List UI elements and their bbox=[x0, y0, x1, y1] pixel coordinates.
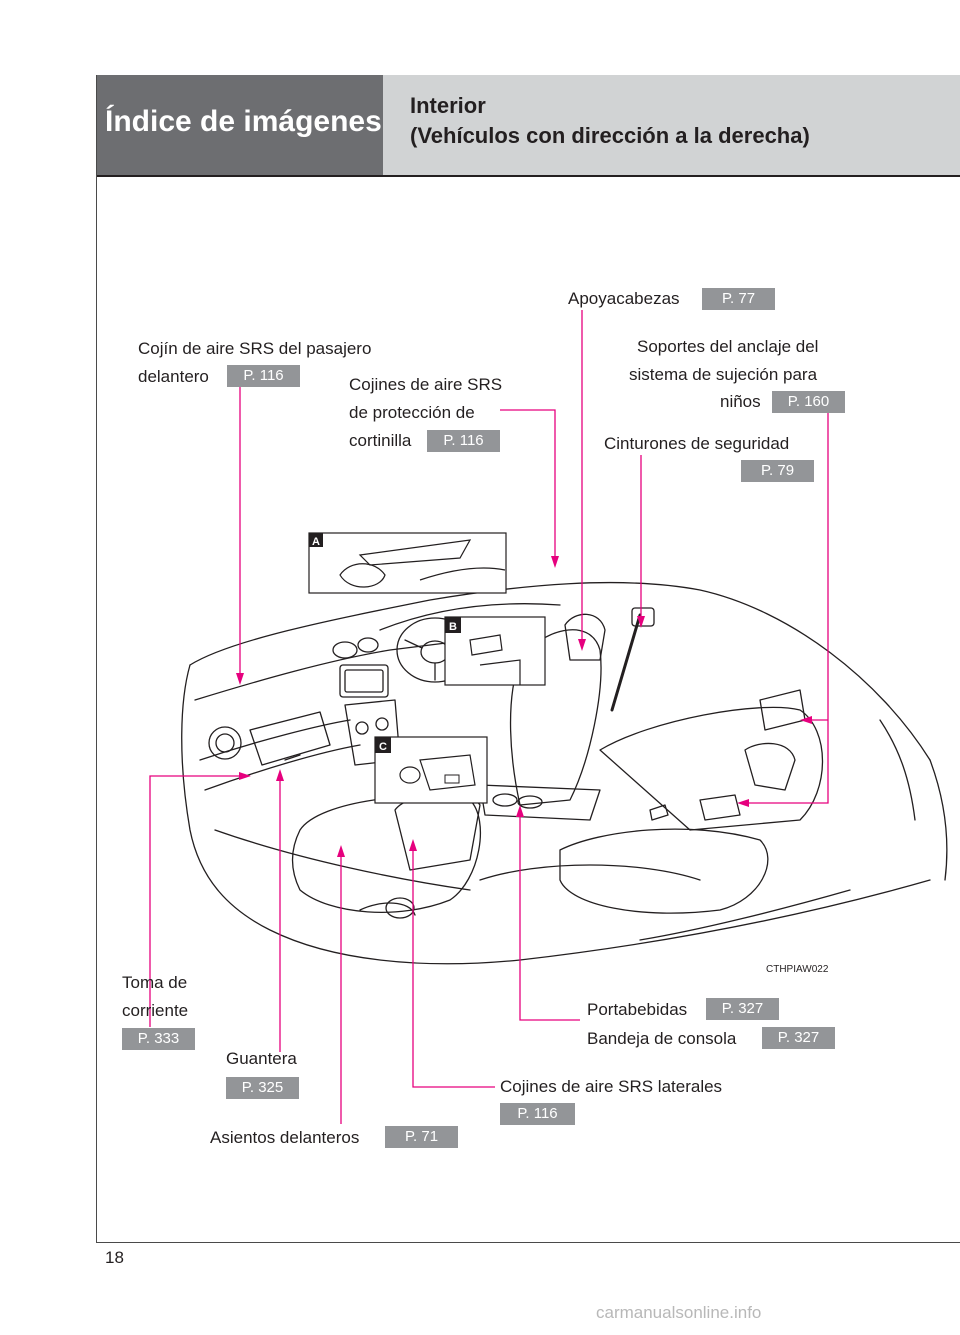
asientos-label: Asientos delanteros bbox=[210, 1128, 360, 1147]
leader-lines bbox=[149, 310, 829, 1124]
cinturones-label: Cinturones de seguridad bbox=[604, 434, 790, 453]
glovebox-outline bbox=[249, 711, 331, 766]
page-number: 18 bbox=[105, 1248, 124, 1267]
page-header: Interior (Vehículos con dirección a la d… bbox=[383, 75, 960, 175]
portabebidas-label: Portabebidas bbox=[587, 1000, 688, 1019]
inset-c bbox=[374, 736, 488, 804]
header-rule bbox=[97, 175, 960, 177]
soportes-label-1: Soportes del anclaje del bbox=[637, 337, 819, 356]
toma-page-ref[interactable]: P. 333 bbox=[122, 1028, 195, 1050]
roof-outline bbox=[189, 581, 931, 761]
section-header: Índice de imágenes bbox=[97, 75, 383, 175]
cojin-pasajero-label-1: Cojín de aire SRS del pasajero bbox=[138, 339, 372, 358]
laterales-page-ref[interactable]: P. 116 bbox=[500, 1103, 575, 1125]
watermark: carmanualsonline.info bbox=[596, 1303, 762, 1322]
inset-label-c: C bbox=[379, 741, 387, 753]
cojin-pasajero-label-2: delantero bbox=[138, 367, 209, 386]
bandeja-label: Bandeja de consola bbox=[587, 1029, 737, 1048]
inset-label-b: B bbox=[449, 621, 457, 633]
soportes-label-2: sistema de sujeción para bbox=[629, 365, 818, 384]
soportes-label-3: niños bbox=[720, 392, 761, 411]
leader-arrowheads bbox=[236, 556, 812, 857]
inset-a bbox=[308, 532, 507, 594]
cortinilla-label-1: Cojines de aire SRS bbox=[349, 375, 503, 394]
apoyacabezas-label: Apoyacabezas bbox=[568, 289, 680, 308]
section-title: Índice de imágenes bbox=[105, 105, 382, 138]
toma-label-1: Toma de bbox=[122, 973, 188, 992]
apoyacabezas-page-ref[interactable]: P. 77 bbox=[702, 288, 775, 310]
cojin-pasajero-page-ref[interactable]: P. 116 bbox=[227, 365, 300, 387]
laterales-label: Cojines de aire SRS laterales bbox=[500, 1077, 723, 1096]
inset-label-a: A bbox=[312, 536, 320, 548]
driver-seat-back bbox=[509, 629, 602, 806]
cinturones-page-ref[interactable]: P. 79 bbox=[741, 460, 814, 482]
asientos-page-ref[interactable]: P. 71 bbox=[385, 1126, 458, 1148]
image-code: CTHPIAW022 bbox=[766, 964, 829, 975]
page-subtitle: (Vehículos con dirección a la derecha) bbox=[410, 123, 810, 148]
page-title: Interior bbox=[410, 93, 486, 118]
guantera-label: Guantera bbox=[226, 1049, 297, 1068]
guantera-page-ref[interactable]: P. 325 bbox=[226, 1077, 299, 1099]
cortinilla-label-3: cortinilla bbox=[349, 431, 412, 450]
passenger-seat-cushion bbox=[291, 795, 482, 913]
cortinilla-label-2: de protección de bbox=[349, 403, 475, 422]
page-frame bbox=[96, 75, 960, 1243]
inset-b bbox=[444, 616, 546, 686]
portabebidas-page-ref[interactable]: P. 327 bbox=[706, 998, 779, 1020]
toma-label-2: corriente bbox=[122, 1001, 189, 1020]
bandeja-page-ref[interactable]: P. 327 bbox=[762, 1027, 835, 1049]
soportes-page-ref[interactable]: P. 160 bbox=[772, 391, 845, 413]
cortinilla-page-ref[interactable]: P. 116 bbox=[427, 430, 500, 452]
